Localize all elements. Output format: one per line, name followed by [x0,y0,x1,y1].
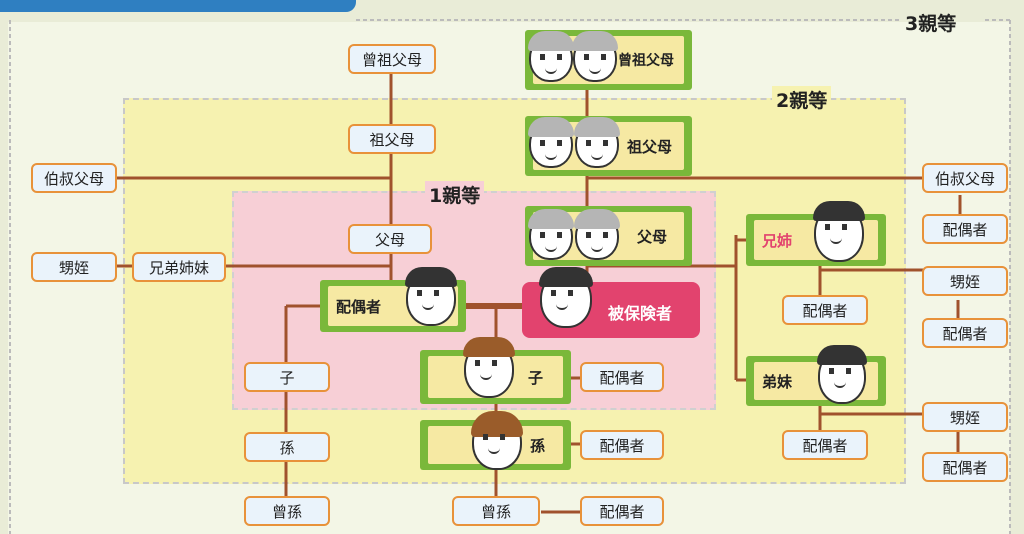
center-grandparents-label: 祖父母 [627,138,673,156]
center-great-grandchild-box: 曾孫 [452,496,540,526]
degree-3-label: 3親等 [905,13,957,35]
right-nephew-niece-2-spouse-box: 配偶者 [922,452,1008,482]
left-grandparents-box: 祖父母 [348,124,436,154]
elder-sibling-face-icon [813,201,865,262]
center-child-label: 子 [528,369,544,387]
center-great-grandparents-label: 曾祖父母 [618,53,674,69]
insured-label: 被保険者 [608,304,673,323]
center-child-spouse-box: 配偶者 [580,362,664,392]
left-great-grandchild-box: 曾孫 [244,496,330,526]
elderly-man-face-icon [528,31,574,82]
right-uncle-aunt-box: 伯叔父母 [922,163,1008,193]
father-face-icon [528,209,574,260]
center-parents-card: 父母 [525,206,692,266]
left-child-box: 子 [244,362,330,392]
right-nephew-niece-2-box: 甥姪 [922,402,1008,432]
child-face-icon [463,337,515,398]
insured-face-icon [539,267,593,328]
left-siblings-box: 兄弟姉妹 [132,252,226,282]
younger-sibling-card: 弟妹 [746,345,886,406]
younger-sibling-label: 弟妹 [762,373,793,391]
grandfather-face-icon [528,117,574,168]
insured-card: 被保険者 [522,267,700,338]
left-grandchild-box: 孫 [244,432,330,462]
younger-sibling-face-icon [817,345,867,404]
right-nephew-niece-1-spouse-box: 配偶者 [922,318,1008,348]
younger-sibling-spouse-box: 配偶者 [782,430,868,460]
header-bar [0,0,356,12]
spouse-face-icon [405,267,457,326]
mother-face-icon [574,209,620,260]
elderly-woman-face-icon [572,31,618,82]
center-great-grandchild-spouse-box: 配偶者 [580,496,664,526]
center-grandchild-label: 孫 [530,437,546,455]
center-great-grandparents-card: 曾祖父母 [525,30,692,90]
center-grandchild-spouse-box: 配偶者 [580,430,664,460]
grandmother-face-icon [574,117,620,168]
right-nephew-niece-1-box: 甥姪 [922,266,1008,296]
elder-sibling-card: 兄姉 [746,201,886,266]
left-nephew-niece-box: 甥姪 [31,252,117,282]
right-uncle-aunt-spouse-box: 配偶者 [922,214,1008,244]
spouse-label: 配偶者 [336,298,382,316]
center-grandparents-card: 祖父母 [525,116,692,176]
elder-sibling-label: 兄姉 [762,232,793,250]
degree-1-label: 1親等 [425,181,485,208]
center-child-card: 子 [420,337,571,404]
grandchild-face-icon [471,411,523,470]
center-parents-label: 父母 [637,228,668,246]
left-great-grandparents-box: 曾祖父母 [348,44,436,74]
center-grandchild-card: 孫 [420,411,571,470]
elder-sibling-spouse-box: 配偶者 [782,295,868,325]
left-parents-box: 父母 [348,224,432,254]
spouse-card: 配偶者 [320,267,466,332]
degree-2-label: 2親等 [772,86,832,113]
left-uncle-aunt-box: 伯叔父母 [31,163,117,193]
